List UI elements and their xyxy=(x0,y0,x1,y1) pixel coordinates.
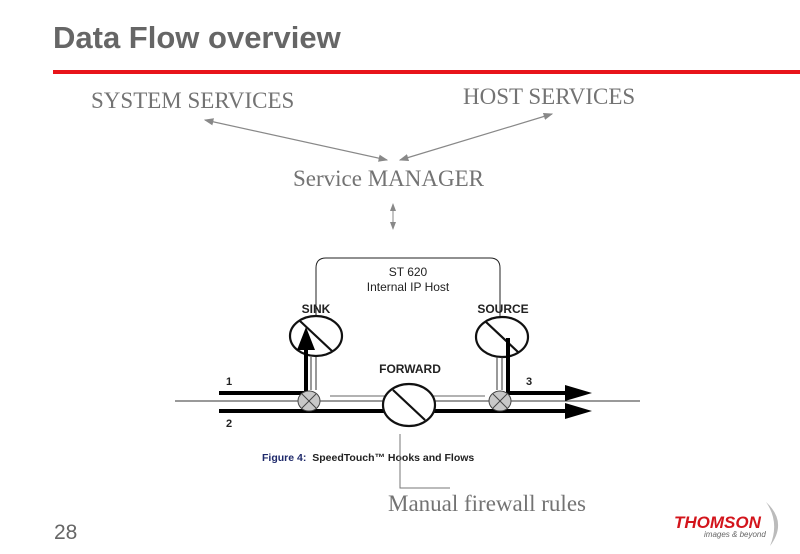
logo-brand: THOMSON xyxy=(674,513,761,532)
host-services-label: HOST SERVICES xyxy=(463,84,636,109)
sink-label: SINK xyxy=(302,302,331,316)
forward-hook-icon xyxy=(381,382,437,428)
service-manager-label: Service MANAGER xyxy=(293,166,484,191)
sink-crossing-node-icon xyxy=(297,390,321,412)
source-hook-icon xyxy=(474,315,530,359)
host-label-line2: Internal IP Host xyxy=(367,280,450,294)
source-crossing-node-icon xyxy=(488,390,512,412)
host-label-line1: ST 620 xyxy=(389,265,428,279)
page-number: 28 xyxy=(54,521,78,544)
arrow-manager-host-services xyxy=(398,112,554,162)
source-label: SOURCE xyxy=(477,302,528,316)
flow-2-label: 2 xyxy=(226,418,232,430)
flow-3-arrowhead xyxy=(565,385,592,401)
flow-3-path xyxy=(506,338,567,395)
manual-firewall-rules-label: Manual firewall rules xyxy=(388,491,586,516)
figure-caption-text: SpeedTouch™ Hooks and Flows xyxy=(312,452,474,464)
logo-tagline: images & beyond xyxy=(704,530,766,539)
forward-label: FORWARD xyxy=(379,362,441,376)
title-underline xyxy=(53,70,800,74)
flow-2-arrowhead xyxy=(565,403,592,419)
figure-caption: Figure 4: SpeedTouch™ Hooks and Flows xyxy=(262,452,474,464)
figure-caption-prefix: Figure 4: xyxy=(262,452,306,464)
logo-swoosh-icon xyxy=(766,502,779,546)
flow-3-label: 3 xyxy=(526,376,532,388)
thomson-logo: THOMSON images & beyond xyxy=(660,500,790,550)
flow-1-arrowhead xyxy=(297,327,315,350)
system-services-label: SYSTEM SERVICES xyxy=(91,88,295,113)
slide-title: Data Flow overview xyxy=(53,20,341,55)
manual-rules-connector xyxy=(399,434,450,489)
flow-1-label: 1 xyxy=(226,376,232,388)
arrow-manager-system-services xyxy=(203,118,389,162)
internal-host-box xyxy=(315,257,501,318)
